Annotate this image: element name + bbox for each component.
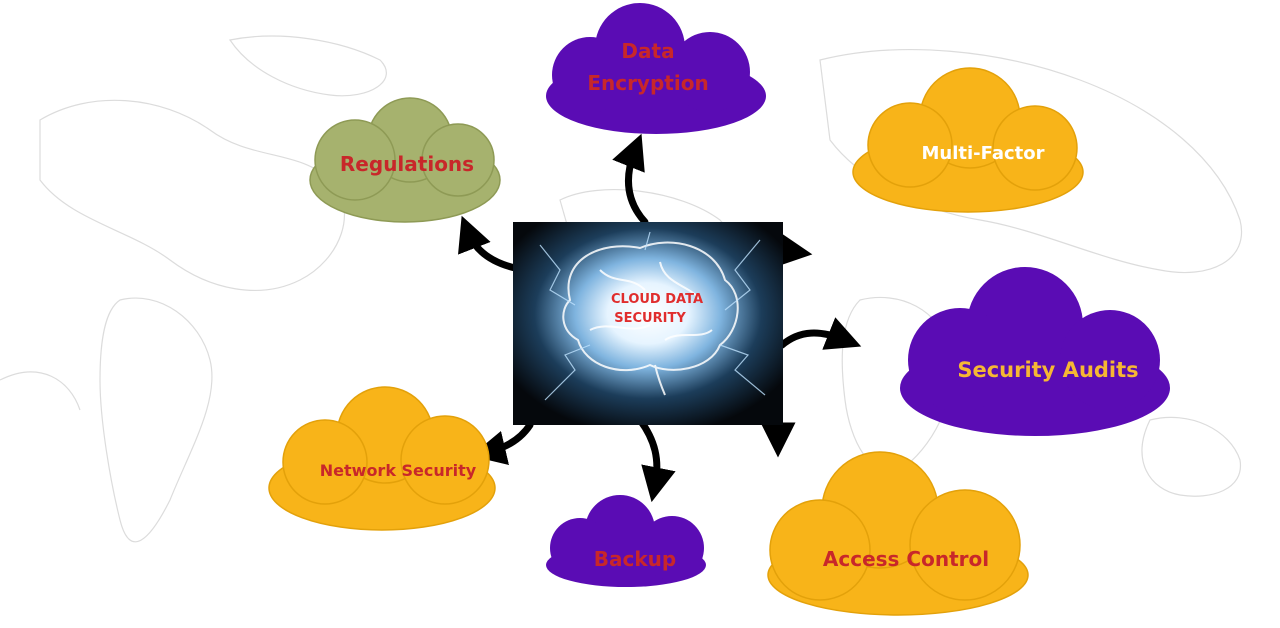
cloud-network-security: Network Security [268,386,496,531]
access-control-label: Access Control [823,547,989,571]
cloud-backup: Backup [546,495,706,587]
security-audits-label: Security Audits [957,358,1138,382]
arrow-to-regulations [458,215,519,272]
cloud-shape [268,386,496,531]
data-encryption-line2: Encryption [587,71,708,95]
cloud-shape [852,67,1084,213]
arrow-to-backup [636,416,676,503]
center-title-line1: CLOUD DATA [611,292,703,307]
brain-image-background [513,222,783,425]
center-title-line2: SECURITY [614,311,686,326]
cloud-shape [309,97,501,223]
data-encryption-line1: Data [621,39,674,63]
arrow-to-network-security [470,421,534,466]
network-security-label: Network Security [320,461,477,480]
arrow-to-security-audits [778,317,862,350]
center-image: CLOUD DATA SECURITY [513,222,783,425]
cloud-data-encryption: Data Encryption [546,3,766,134]
backup-label: Backup [594,547,676,571]
multi-factor-label: Multi-Factor [921,143,1044,164]
cloud-multi-factor: Multi-Factor [852,67,1084,213]
arrow-to-data-encryption [612,133,649,226]
cloud-security-audits: Security Audits [900,267,1170,436]
cloud-regulations: Regulations [309,97,501,223]
cloud-shape [900,267,1170,436]
cloud-access-control: Access Control [767,451,1029,616]
regulations-label: Regulations [340,152,474,176]
cloud-shape [767,451,1029,616]
cloud-shape [546,495,706,587]
lightning-lines [539,231,766,401]
cloud-shape [546,3,766,134]
